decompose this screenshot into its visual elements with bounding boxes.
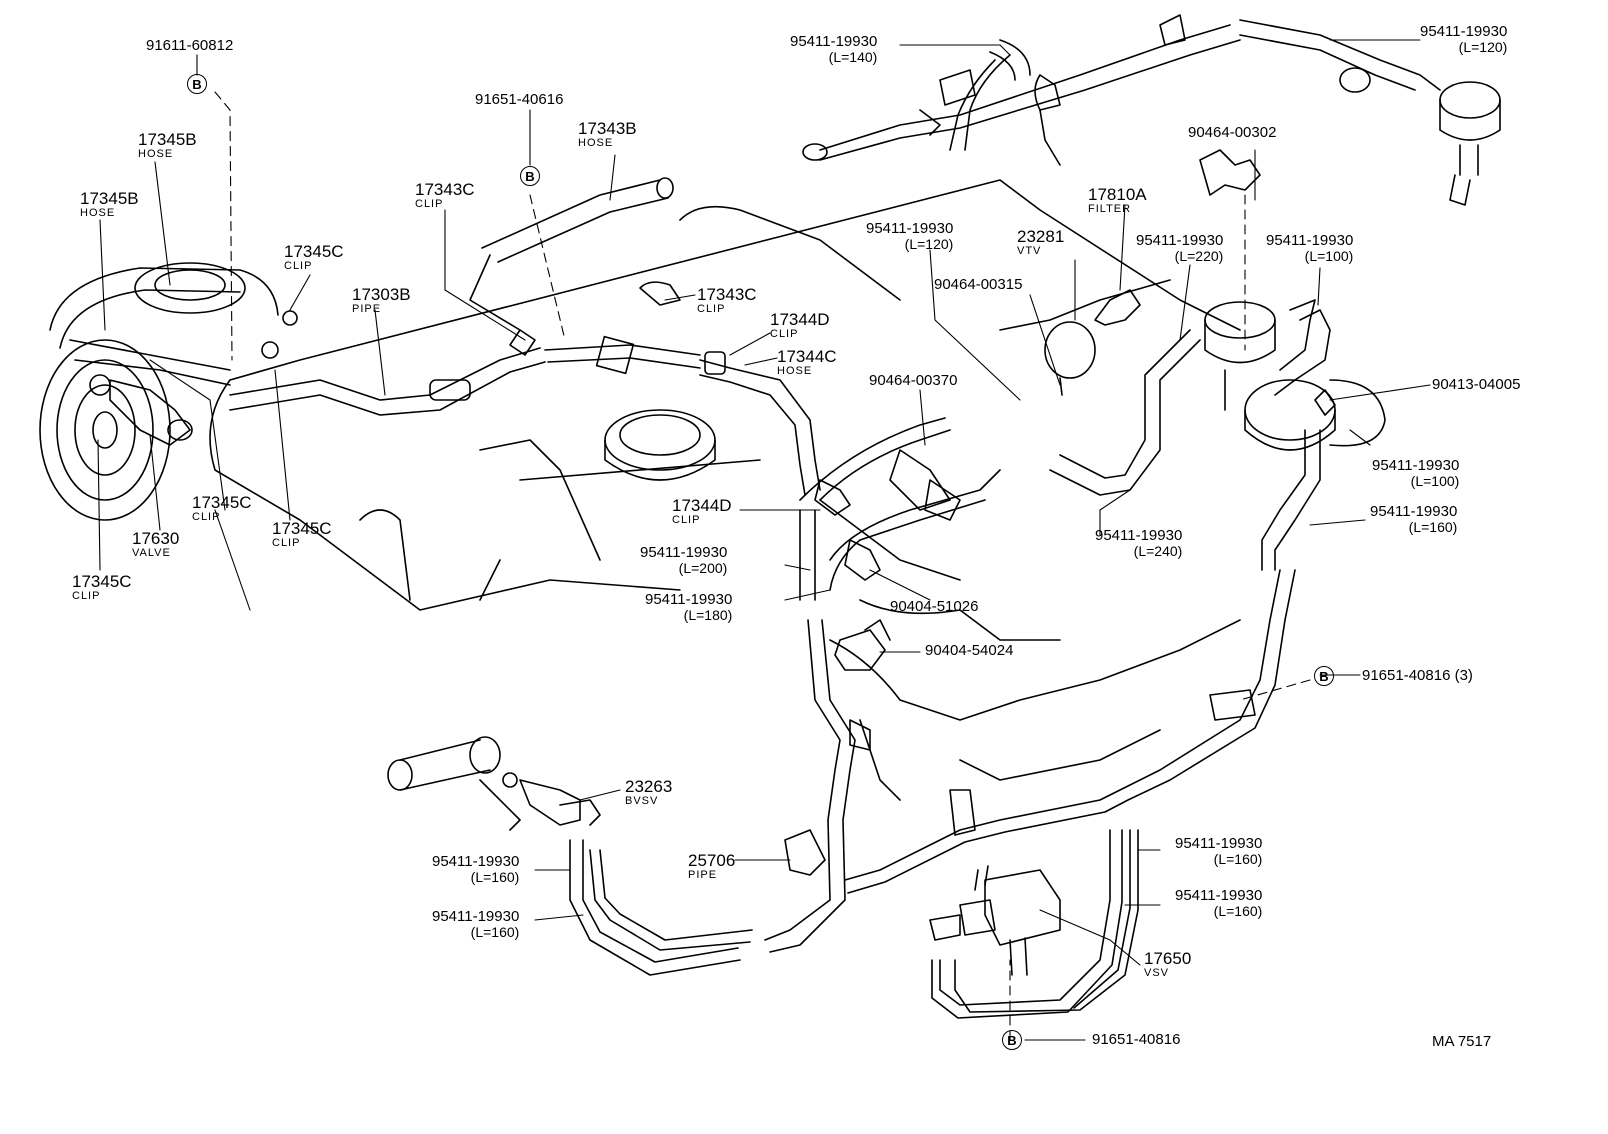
- callout-label: 95411-19930(L=140): [790, 33, 878, 65]
- bolt-marker: B: [1314, 666, 1334, 686]
- callout-label: 95411-19930(L=100): [1266, 232, 1354, 264]
- diagram-id: MA 7517: [1432, 1033, 1492, 1050]
- hose-group-lower-right: [931, 829, 1139, 1019]
- valve-assembly-right: [1204, 301, 1386, 451]
- clip-90464-00302: [1199, 149, 1261, 196]
- callout-label: 95411-19930(L=200): [640, 544, 728, 576]
- callout-label: 90464-00370: [869, 372, 958, 389]
- callout-label: 90413-04005: [1432, 376, 1521, 393]
- callout-label: 95411-19930(L=120): [1420, 23, 1508, 55]
- hose-group-right: [1049, 299, 1331, 571]
- hose-17343b: [469, 177, 674, 356]
- callout-label: 95411-19930(L=160): [1370, 503, 1458, 535]
- callout-label: 90404-54024: [925, 642, 1014, 659]
- filler-cap: [604, 409, 716, 481]
- callout-label: 95411-19930(L=240): [1095, 527, 1183, 559]
- bvsv-23263: [387, 736, 601, 831]
- callout-label: 95411-19930(L=160): [1175, 835, 1263, 867]
- leader-lines: [97, 39, 1431, 1041]
- pulley: [39, 339, 171, 521]
- callout-label: 91651-40616: [475, 91, 564, 108]
- bolt-90404-54024: [834, 619, 891, 671]
- hose-group-left: [49, 262, 701, 416]
- vsv-17650: [929, 865, 1061, 976]
- callout-label: 90464-00315: [934, 276, 1023, 293]
- bolt-marker: B: [187, 74, 207, 94]
- bolt-marker: B: [1002, 1030, 1022, 1050]
- callout-label: 95411-19930(L=100): [1372, 457, 1460, 489]
- callout-label: 95411-19930(L=160): [432, 853, 520, 885]
- pipe-25706: [764, 569, 1296, 953]
- regulator-top-right: [1439, 81, 1501, 206]
- engine-block: [209, 179, 1241, 801]
- callout-label: 95411-19930(L=160): [432, 908, 520, 940]
- callout-label: 95411-19930(L=180): [645, 591, 733, 623]
- vtv-23281: [1044, 289, 1141, 396]
- valve-17630: [89, 310, 298, 446]
- callout-label: 90404-51026: [890, 598, 979, 615]
- bolt-marker: B: [520, 166, 540, 186]
- callout-label: 95411-19930(L=120): [866, 220, 954, 252]
- callout-label: 90464-00302: [1188, 124, 1277, 141]
- callout-label: 95411-19930(L=160): [1175, 887, 1263, 919]
- hose-group-center: [799, 417, 1001, 601]
- pipe-top-right: [802, 14, 1441, 166]
- hose-group-lower-left: [569, 839, 753, 976]
- callout-label: 91651-40816: [1092, 1031, 1181, 1048]
- callout-label: 91651-40816 (3): [1362, 667, 1473, 684]
- callout-label: 95411-19930(L=220): [1136, 232, 1224, 264]
- callout-label: 91611-60812: [146, 37, 234, 54]
